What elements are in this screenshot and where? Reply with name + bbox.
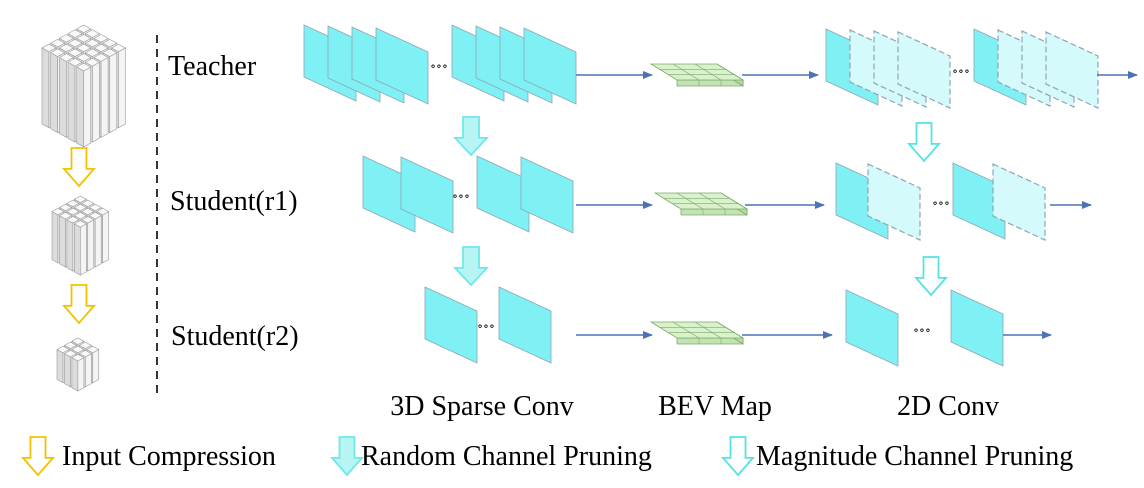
legend-icons xyxy=(21,436,755,477)
feature-map-r1-conv-b-2 xyxy=(992,163,1046,241)
bev-map-student-r1 xyxy=(653,192,749,216)
feature-map-r1-conv-a-2 xyxy=(867,163,921,241)
feature-map-teacher-conv-a-4 xyxy=(897,31,951,109)
feature-maps xyxy=(303,24,1099,367)
legend-input-compression-icon xyxy=(21,436,55,477)
stage-label-bev-map: BEV Map xyxy=(658,391,772,422)
row-label-student-r1: Student(r1) xyxy=(170,186,298,217)
legend-input-compression: Input Compression xyxy=(62,441,276,472)
row-label-student-r2: Student(r2) xyxy=(171,321,299,352)
bev-grids xyxy=(649,63,749,345)
ellipsis-teacher-conv2d: ∘∘∘ xyxy=(952,64,970,78)
stage-label-conv2d: 2D Conv xyxy=(897,391,999,422)
voxel-icon-teacher xyxy=(41,24,127,148)
feature-map-r1-sparse-b-2 xyxy=(520,156,574,234)
bev-map-teacher xyxy=(649,63,745,87)
ellipsis-r2-sparse: ∘∘∘ xyxy=(477,319,495,333)
feature-map-teacher-conv-b-4 xyxy=(1045,31,1099,109)
random-pruning-arrow-1 xyxy=(452,116,490,157)
feature-map-r1-sparse-b-1 xyxy=(476,155,530,233)
ellipsis-r1-conv2d: ∘∘∘ xyxy=(932,196,950,210)
legend-magnitude-channel-pruning: Magnitude Channel Pruning xyxy=(756,441,1073,472)
ellipsis-r2-conv2d: ∘∘∘ xyxy=(913,323,931,337)
feature-map-teacher-sparse-b-4 xyxy=(523,27,577,105)
feature-map-r1-conv-b-1 xyxy=(952,162,1006,240)
stage-label-sparse-conv: 3D Sparse Conv xyxy=(390,391,574,422)
feature-map-r2-conv-a-1 xyxy=(845,289,899,367)
feature-map-r1-sparse-a-2 xyxy=(400,156,454,234)
feature-map-teacher-sparse-a-4 xyxy=(375,27,429,105)
voxel-icons xyxy=(41,24,127,392)
down-arrows xyxy=(62,116,948,325)
ellipsis-r1-sparse: ∘∘∘ xyxy=(452,189,470,203)
magnitude-pruning-arrow-1 xyxy=(907,122,941,163)
voxel-icon-student-r1 xyxy=(51,195,110,276)
bev-map-student-r2 xyxy=(649,321,745,345)
input-compression-arrow-1 xyxy=(62,147,96,188)
random-pruning-arrow-2 xyxy=(452,246,490,287)
feature-map-r2-sparse-a-1 xyxy=(424,286,478,364)
legend-random-pruning-icon xyxy=(330,436,364,477)
flow-arrows xyxy=(576,71,1138,339)
input-compression-arrow-2 xyxy=(62,284,96,325)
ellipsis-teacher-sparse: ∘∘∘ xyxy=(430,59,448,73)
legend: Input Compression Random Channel Pruning… xyxy=(21,436,1073,477)
legend-magnitude-pruning-icon xyxy=(721,436,755,477)
legend-random-channel-pruning: Random Channel Pruning xyxy=(361,441,652,472)
magnitude-pruning-arrow-2 xyxy=(914,256,948,297)
feature-map-r2-conv-b-1 xyxy=(950,289,1004,367)
row-label-teacher: Teacher xyxy=(168,51,257,82)
feature-map-r2-sparse-b-1 xyxy=(498,286,552,364)
voxel-icon-student-r2 xyxy=(56,337,100,392)
